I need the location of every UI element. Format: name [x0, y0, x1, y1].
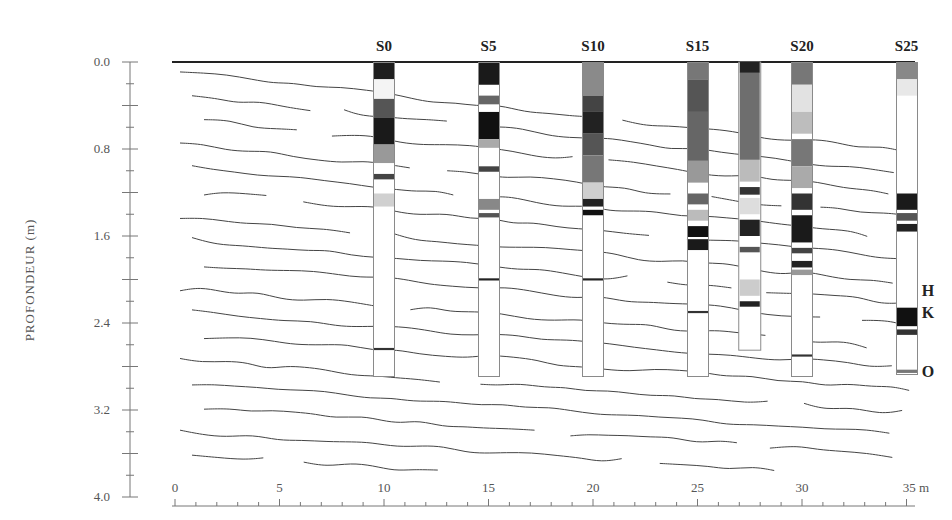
core-name: S5	[481, 38, 497, 55]
stratum-line	[204, 120, 297, 130]
stratum-line	[180, 358, 440, 382]
core-bands	[792, 63, 812, 378]
core-bands	[688, 63, 708, 378]
core-bands	[374, 63, 394, 378]
stratum-line	[766, 293, 901, 304]
unlabeled-core	[739, 62, 761, 350]
core-column: S20	[791, 62, 813, 377]
tick-label: 35 m	[903, 480, 929, 496]
tick-label: 0	[172, 480, 179, 496]
tick-label: 1.6	[94, 228, 110, 244]
stratum-line	[570, 435, 736, 443]
layer-letter: O	[922, 363, 934, 381]
stratum-line	[180, 288, 378, 306]
stratum-line	[204, 409, 535, 430]
stratum-line	[804, 403, 902, 412]
stratum-line	[480, 384, 767, 402]
tick-label: 0.8	[94, 141, 110, 157]
tick-label: 25	[691, 480, 704, 496]
stratum-line	[204, 193, 266, 196]
core-name: S10	[581, 38, 604, 55]
tick-label: 5	[276, 480, 283, 496]
tick-label: 3.2	[94, 402, 110, 418]
core-column: S10	[582, 62, 604, 377]
stratum-line	[660, 463, 774, 470]
strata-lines	[180, 72, 909, 471]
core-name: S25	[895, 38, 918, 55]
stratum-line	[332, 135, 573, 157]
tick-label: 2.4	[94, 315, 110, 331]
stratum-line	[622, 120, 901, 151]
stratum-line	[192, 96, 310, 111]
tick-label: 30	[796, 480, 809, 496]
stratum-line	[608, 160, 888, 194]
stratum-line	[770, 447, 892, 458]
stratum-line	[304, 462, 438, 470]
tick-label: 20	[587, 480, 600, 496]
core-name: S20	[790, 38, 813, 55]
core-column: S25	[896, 62, 918, 375]
core-column: S5	[478, 62, 500, 377]
tick-label: 10	[378, 480, 391, 496]
core-column: S15	[687, 62, 709, 377]
tick-label: 4.0	[94, 489, 110, 505]
stratum-line	[180, 218, 350, 233]
stratum-line	[192, 166, 453, 195]
core-column: S0	[373, 62, 395, 377]
layer-letter: H	[922, 282, 934, 300]
core-bands	[583, 63, 603, 378]
stratum-line	[192, 385, 889, 433]
stratum-line	[392, 233, 893, 283]
core-name: S15	[686, 38, 709, 55]
core-bands	[897, 63, 917, 376]
stratum-line	[344, 110, 447, 121]
stratum-line	[820, 207, 905, 215]
axis-title: PROFONDEUR (m)	[22, 219, 38, 342]
stratum-line	[192, 455, 263, 459]
distance-axis	[172, 499, 915, 506]
layer-letter: K	[922, 304, 934, 322]
stratum-line	[192, 238, 627, 279]
depth-axis	[122, 62, 138, 497]
stratum-line	[180, 430, 622, 461]
core-name: S0	[376, 38, 392, 55]
tick-label: 0.0	[94, 54, 110, 70]
core-bands	[479, 63, 499, 378]
stratum-line	[192, 310, 892, 367]
tick-label: 15	[482, 480, 495, 496]
stratum-line	[204, 267, 820, 317]
